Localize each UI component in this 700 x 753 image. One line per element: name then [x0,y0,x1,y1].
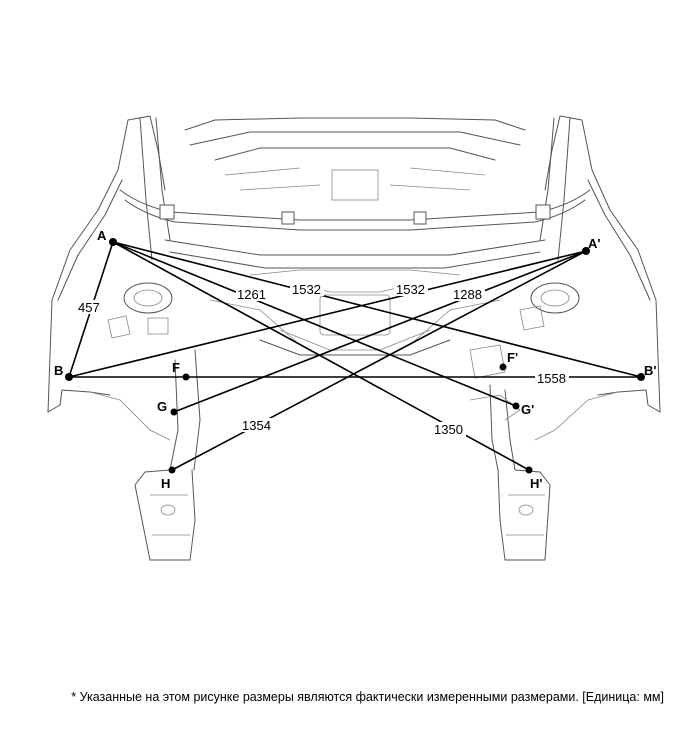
dim-aprime-g: 1288 [453,287,482,302]
footnote: * Указанные на этом рисунке размеры явля… [71,690,664,704]
dimension-lines [68,241,642,471]
point-a-prime [582,247,590,255]
label-f-prime: F' [507,350,518,365]
line-aprime-g [173,250,587,413]
dim-b-bprime: 1558 [537,371,566,386]
point-g [170,408,178,416]
line-a-hprime [112,241,530,471]
line-aprime-h [171,250,587,471]
label-a-prime: A' [588,236,600,251]
point-f [182,373,190,381]
dimension-values: 457 1261 1532 1532 1288 1354 1350 1558 [77,282,569,437]
point-h [168,466,176,474]
label-g: G [157,399,167,414]
label-g-prime: G' [521,402,534,417]
dim-aprime-h: 1354 [242,418,271,433]
dim-aprime-b: 1532 [396,282,425,297]
point-b [65,373,73,381]
label-b-prime: B' [644,363,656,378]
point-f-prime [499,363,507,371]
point-labels: A A' B B' F F' G G' H H' [54,228,656,491]
dim-a-hprime: 1350 [434,422,463,437]
point-h-prime [525,466,533,474]
label-f: F [172,360,180,375]
vehicle-body-drawing [47,115,661,561]
line-a-bprime [112,241,642,378]
line-a-gprime [112,241,517,407]
label-h-prime: H' [530,476,542,491]
label-b: B [54,363,63,378]
label-a: A [97,228,107,243]
measurement-points [65,238,645,474]
dim-a-b: 457 [78,300,100,315]
dim-a-bprime: 1532 [292,282,321,297]
point-b-prime [637,373,645,381]
label-h: H [161,476,170,491]
dim-a-gprime: 1261 [237,287,266,302]
line-aprime-b [68,250,587,378]
point-a [109,238,117,246]
point-g-prime [512,402,520,410]
